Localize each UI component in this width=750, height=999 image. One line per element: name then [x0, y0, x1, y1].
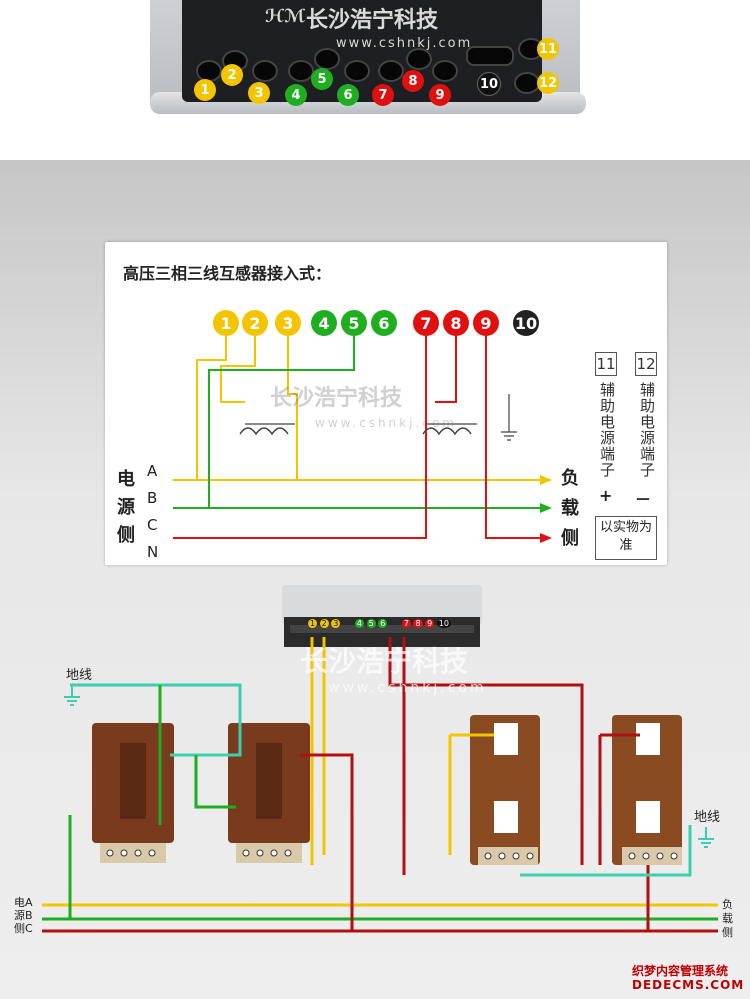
- physical-wiring: [42, 585, 718, 933]
- meter-tag: 1: [308, 619, 318, 628]
- wiring-watermark-url: www.cshnkj.com: [328, 680, 487, 696]
- photo-watermark-url: www.cshnkj.com: [336, 36, 473, 51]
- terminal-hole: [196, 60, 222, 82]
- meter-tag: 7: [401, 619, 411, 628]
- schematic-wires: [173, 336, 552, 543]
- terminal-hole: [344, 60, 370, 82]
- photo-tag: 5: [311, 68, 333, 90]
- photo-tag: 4: [285, 84, 307, 106]
- photo-tag: 12: [537, 72, 559, 94]
- load-side-label: 负 载 侧: [561, 468, 579, 549]
- card-watermark-url: www.cshnkj.com: [315, 416, 457, 430]
- source-side-label: 电 源 侧: [117, 469, 135, 546]
- terminal-circle: 9: [473, 310, 499, 336]
- meter-tag: 4: [354, 619, 365, 628]
- photo-tag: 7: [372, 84, 394, 106]
- phase-labels: A B C N: [147, 462, 159, 561]
- aux-terminal-11: 11: [595, 352, 617, 376]
- meter-tag: 9: [425, 619, 435, 628]
- terminal-circle: 10: [513, 310, 539, 336]
- meter-photo: ℋℳ 长沙浩宁科技 www.cshnkj.com 1 2 3 4 5 6 7 8…: [0, 0, 750, 160]
- photo-tag: 9: [429, 84, 451, 106]
- terminal-circle: 7: [413, 310, 439, 336]
- schematic-title: 高压三相三线互感器接入式：: [123, 264, 332, 283]
- photo-tag: 2: [221, 64, 243, 86]
- note-box: 以实物为准: [595, 516, 657, 560]
- meter-tag: 8: [413, 619, 423, 628]
- aux-sign-plus: +: [599, 486, 613, 505]
- footer-line2: DEDECMS.COM: [632, 978, 745, 992]
- load-bus-labels: 负 载 侧: [722, 898, 733, 939]
- photo-tag: 8: [402, 70, 424, 92]
- meter-tag: 3: [331, 619, 341, 628]
- meter-tag: 2: [319, 619, 329, 628]
- terminal-circle: 8: [443, 310, 469, 336]
- photo-tag: 6: [337, 84, 359, 106]
- terminal-circle: 5: [341, 310, 367, 336]
- terminal-circle: 4: [311, 310, 337, 336]
- terminal-hole: [314, 48, 340, 70]
- source-bus-labels: 电A 源B 侧C: [14, 896, 33, 935]
- aux-label-11: 辅助电源端子: [598, 382, 616, 478]
- meter-tag-row: 1 2 3 4 5 6 7 8 9 10: [308, 619, 451, 628]
- terminal-hole: [432, 60, 458, 82]
- photo-tag: 10: [477, 72, 501, 96]
- terminal-circle: 6: [371, 310, 397, 336]
- photo-watermark-brand: 长沙浩宁科技: [306, 8, 439, 33]
- terminal-hole: [406, 48, 432, 70]
- meter-tag: 10: [436, 619, 451, 628]
- terminal-hole: [252, 60, 278, 82]
- photo-tag: 3: [248, 82, 270, 104]
- photo-tag: 1: [194, 79, 216, 101]
- terminal-hole: [378, 60, 404, 82]
- footer-line1: 织梦内容管理系统: [632, 964, 729, 978]
- meter-tag: 5: [366, 619, 376, 628]
- ground-label-left: 地线: [66, 668, 93, 683]
- schematic-card: 高压三相三线互感器接入式： 1 2 3 4 5 6 7 8 9 10 电: [105, 242, 667, 565]
- card-watermark-brand: 长沙浩宁科技: [270, 386, 403, 411]
- meter-tag: 6: [378, 619, 388, 628]
- terminal-circle: 3: [275, 310, 301, 336]
- watermark-logo-icon: ℋℳ: [265, 6, 306, 27]
- aux-sign-minus: －: [635, 490, 652, 509]
- aux-terminal-12: 12: [635, 352, 657, 376]
- photo-tag: 11: [537, 38, 559, 60]
- aux-label-12: 辅助电源端子: [638, 382, 656, 478]
- terminal-circle: 2: [242, 310, 268, 336]
- ground-label-right: 地线: [694, 810, 721, 825]
- terminal-circle: 1: [213, 310, 239, 336]
- wiring-watermark-brand: 长沙浩宁科技: [300, 645, 469, 678]
- terminal-slot: [466, 46, 514, 66]
